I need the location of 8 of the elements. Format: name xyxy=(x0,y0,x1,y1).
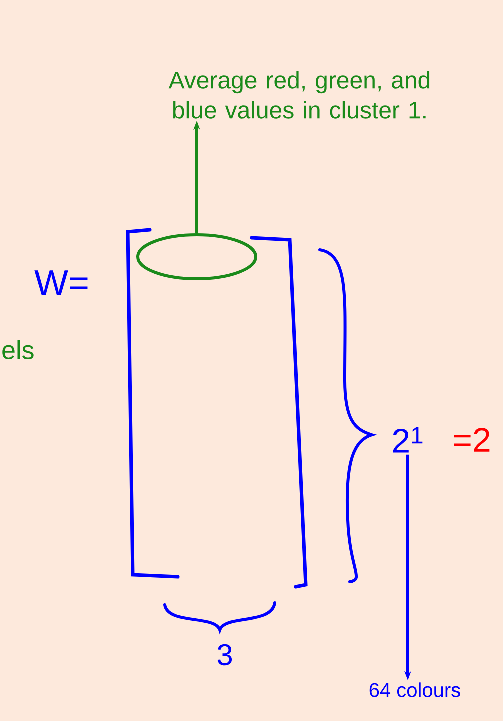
ellipse xyxy=(136,234,258,280)
handwritten-label: 3 xyxy=(218,644,232,666)
handwritten-label: =2 xyxy=(454,428,490,452)
handwritten-label: W= xyxy=(34,270,88,296)
handwritten-text: 2$^{1}$ xyxy=(393,427,423,453)
handwritten-text: Average red, green, and blue values in cluster 1. xyxy=(168,71,430,119)
handwritten-label: els xyxy=(2,340,34,360)
handwritten-text: 64 colours xyxy=(370,682,460,698)
